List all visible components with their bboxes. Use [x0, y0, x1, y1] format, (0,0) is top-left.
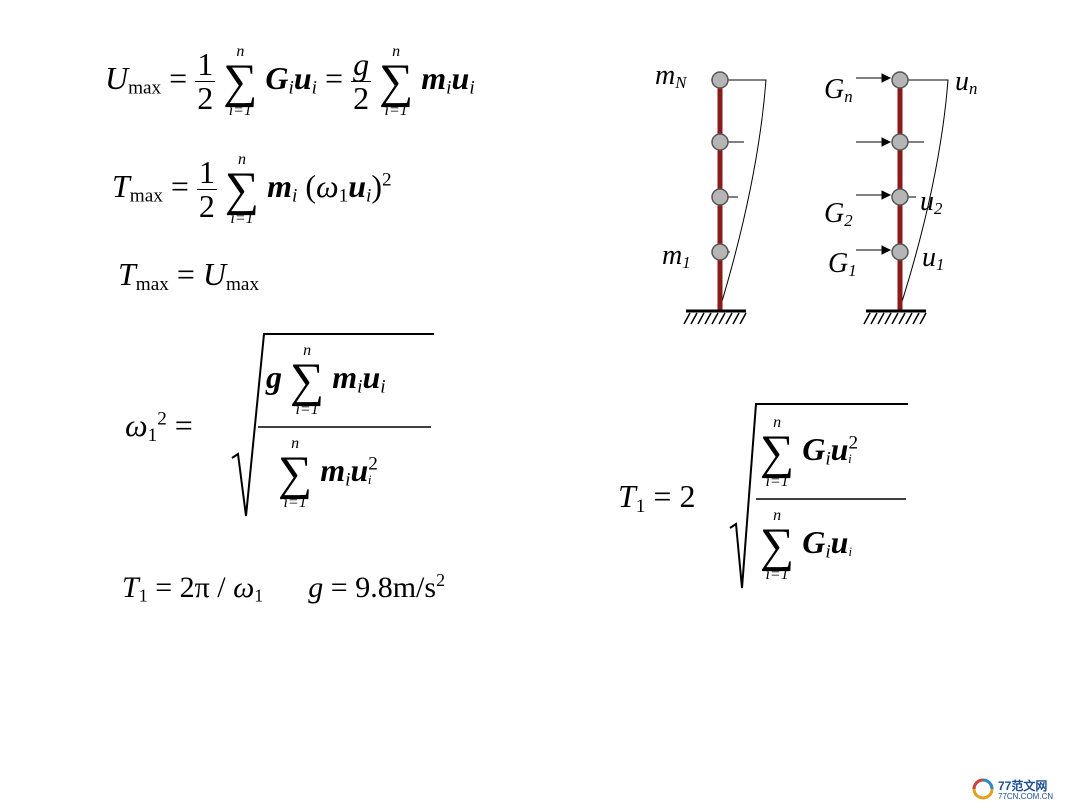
mass-node — [711, 243, 729, 261]
ground-hatch-icon — [863, 312, 927, 325]
label-bottom-mass: m1 — [662, 240, 691, 273]
t1-denominator: n∑i=1 Giui — [760, 507, 853, 584]
ground-hatch-icon — [683, 312, 747, 325]
equation-energy-balance: Tmax = Umax — [118, 256, 260, 295]
label-force-low: G1 — [828, 248, 857, 281]
t1-lhs: T1 = 2 — [618, 478, 696, 517]
omega-symbol: ω — [316, 167, 339, 204]
arrow-icon — [881, 245, 892, 255]
sigma-icon: ∑ — [379, 55, 414, 108]
force-model-diagram — [856, 71, 949, 325]
label-disp-top: un — [955, 66, 978, 99]
summation: n∑i=1 — [760, 507, 795, 584]
arrow-icon — [881, 137, 892, 147]
summation: n∑i=1 — [224, 151, 260, 228]
mass-node — [711, 188, 729, 206]
weight-symbol: G — [265, 59, 289, 96]
equals-sign-2: = — [325, 59, 344, 96]
label-force-top: Gn — [824, 74, 853, 107]
omega-denominator: n∑i=1 miu2i — [278, 435, 378, 512]
summation-2: n∑i=1 — [379, 43, 414, 120]
mass-node — [891, 71, 909, 89]
equation-period: T1 = 2π / ω1 g = 9.8m/s2 — [122, 570, 446, 606]
omega-squared-lhs: ω12 = — [125, 407, 193, 446]
summation: n∑i=1 — [760, 414, 795, 491]
mass-symbol: m — [421, 59, 447, 96]
sigma-icon: ∑ — [224, 163, 260, 216]
sigma-icon: ∑ — [290, 354, 325, 407]
sigma-icon: ∑ — [760, 519, 795, 572]
label-disp-mid: u2 — [920, 186, 943, 219]
sigma-icon: ∑ — [278, 447, 313, 500]
radical-sign — [231, 333, 434, 517]
watermark: 77范文网 77CN.COM.CN — [972, 776, 1072, 804]
watermark-brand: 77范文网 — [998, 779, 1048, 793]
mass-node — [711, 71, 729, 89]
t1-numerator: n∑i=1 Giu2i — [760, 414, 859, 491]
equals-sign: = — [169, 59, 188, 96]
watermark-logo-icon — [972, 778, 994, 800]
mass-node — [711, 133, 729, 151]
sigma-icon: ∑ — [760, 426, 795, 479]
label-top-mass: mN — [655, 60, 687, 93]
summation: n∑i=1 — [223, 43, 258, 120]
t-symbol: T — [112, 167, 130, 204]
watermark-url: 77CN.COM.CN — [998, 792, 1054, 801]
arrow-icon — [881, 73, 892, 83]
mass-node — [891, 243, 909, 261]
mass-model-diagram — [683, 71, 767, 325]
sigma-icon: ∑ — [223, 55, 258, 108]
mass-node — [891, 133, 909, 151]
displacement-symbol: u — [293, 59, 312, 96]
summation: n∑i=1 — [278, 435, 313, 512]
u-symbol: U — [105, 59, 129, 96]
omega-numerator: g n∑i=1 miui — [266, 342, 386, 419]
max-subscript: max — [128, 77, 162, 99]
arrow-icon — [881, 190, 892, 200]
mass-node — [891, 188, 909, 206]
radical-sign-2 — [729, 403, 908, 589]
summation: n∑i=1 — [290, 342, 325, 419]
label-disp-low: u1 — [922, 242, 945, 275]
label-force-mid: G2 — [824, 198, 853, 231]
